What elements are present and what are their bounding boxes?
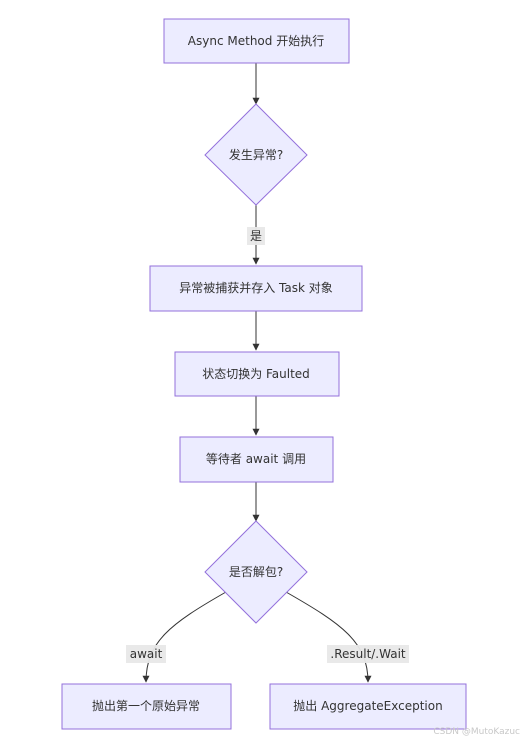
node-start: Async Method 开始执行	[163, 18, 350, 64]
watermark: CSDN @MutoKazuc	[433, 727, 520, 737]
node-exception-check: 发生异常?	[204, 103, 308, 206]
node-throw-original-label: 抛出第一个原始异常	[92, 698, 200, 713]
edge-label-result-wait: .Result/.Wait	[327, 645, 409, 663]
edge-label-await: await	[126, 645, 166, 663]
node-throw-aggregate-label: 抛出 AggregateException	[293, 698, 442, 713]
node-capture: 异常被捕获并存入 Task 对象	[149, 265, 363, 312]
edge-unwrap-to-original	[142, 591, 227, 683]
edge-label-yes: 是	[247, 227, 265, 245]
node-start-label: Async Method 开始执行	[188, 34, 324, 48]
node-await-call-label: 等待者 await 调用	[206, 452, 306, 466]
edge-label-yes-text: 是	[250, 229, 262, 243]
node-faulted: 状态切换为 Faulted	[174, 351, 340, 397]
edge-unwrap-to-aggregate	[285, 591, 372, 683]
node-unwrap-check: 是否解包?	[204, 520, 308, 624]
edge-label-await-text: await	[130, 647, 163, 661]
node-throw-aggregate: 抛出 AggregateException	[269, 683, 467, 730]
node-exception-check-label: 发生异常?	[229, 147, 283, 162]
edges	[142, 63, 372, 683]
node-await-call: 等待者 await 调用	[179, 436, 334, 483]
edge-label-result-wait-text: .Result/.Wait	[330, 647, 406, 661]
node-throw-original: 抛出第一个原始异常	[61, 683, 232, 730]
node-faulted-label: 状态切换为 Faulted	[202, 367, 310, 381]
node-capture-label: 异常被捕获并存入 Task 对象	[179, 280, 333, 295]
node-unwrap-check-label: 是否解包?	[229, 565, 283, 579]
